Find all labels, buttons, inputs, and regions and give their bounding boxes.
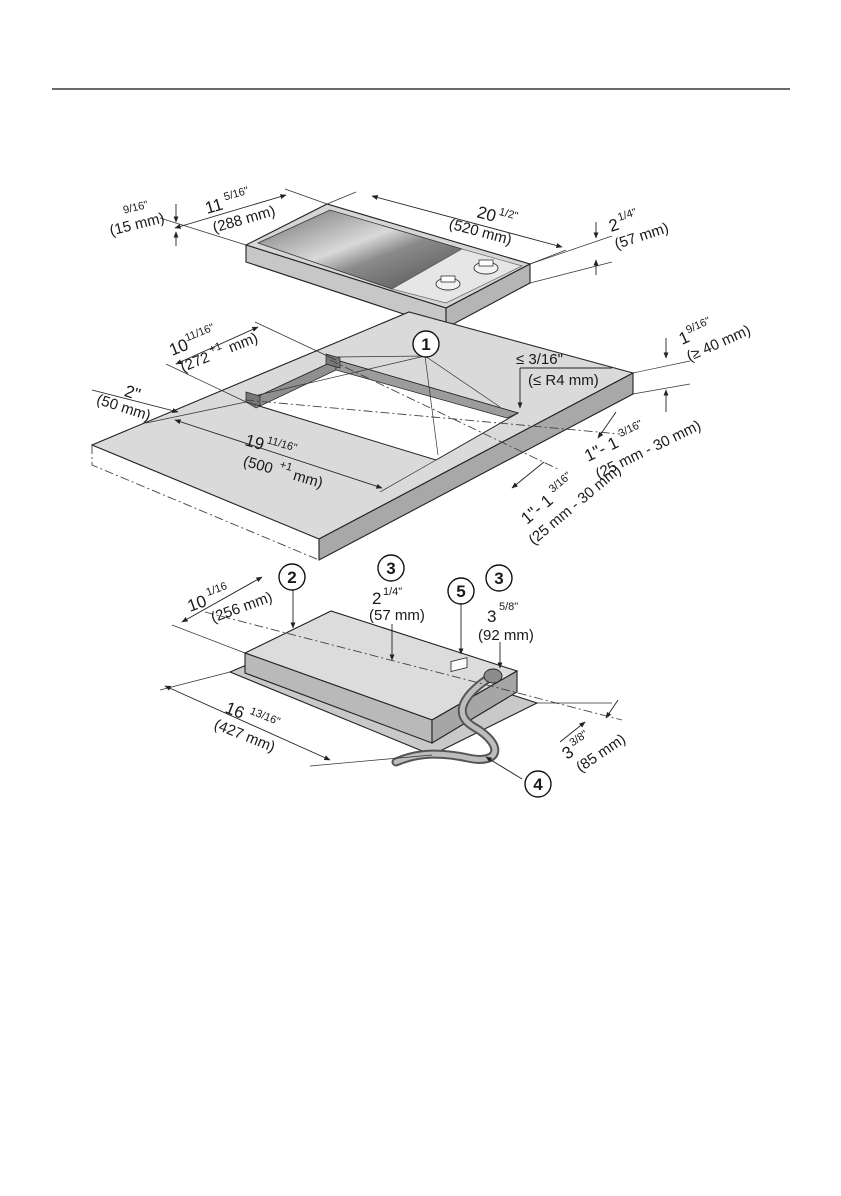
underside-depth-frac: 1/16 (205, 580, 229, 599)
connection-box (450, 657, 468, 673)
connection-cable (391, 668, 503, 767)
cutout-depth-mm-unit: mm) (226, 329, 260, 356)
callout-2-label: 2 (287, 568, 296, 587)
control-knob-left (435, 275, 461, 291)
callout-5-label: 5 (456, 582, 465, 601)
appliance-depth-frac: 5/16" (223, 185, 251, 204)
connector-offset-frac: 5/8" (499, 601, 518, 613)
side-clearance-frac: 3/16" (547, 470, 574, 496)
connector-offset-inch: 3 (487, 607, 496, 626)
callout-3a-label: 3 (386, 559, 395, 578)
underside-height-frac: 1/4" (383, 586, 402, 598)
callout-5: 5 (447, 577, 475, 605)
callout-2: 2 (278, 563, 306, 591)
callout-1-label: 1 (421, 335, 430, 354)
worktop-thickness-frac: 9/16" (684, 315, 712, 336)
callout-3-connector: 3 (485, 564, 513, 592)
underside-height-inch: 2 (372, 589, 381, 608)
callout-3-height: 3 (377, 554, 405, 582)
rear-clearance-frac: 3/16" (616, 418, 644, 440)
callout-4-label: 4 (533, 775, 543, 794)
connector-offset-mm: (92 mm) (478, 627, 534, 644)
cutout-radius-inch: ≤ 3/16" (516, 351, 563, 368)
callout-1: 1 (412, 330, 440, 358)
appliance-height-frac: 1/4" (616, 206, 638, 223)
control-knob-right (473, 259, 499, 275)
cutout-depth-frac: 11/16" (183, 322, 216, 345)
cutout-width-mm-tol: +1 (278, 459, 293, 474)
cutout-depth-mm-tol: +1 (207, 340, 223, 356)
cutout-front-inch: 2" (122, 381, 143, 404)
cutout-radius-mm: (≤ R4 mm) (528, 372, 599, 389)
cutout-width-inch: 19 (243, 431, 266, 454)
appliance-underside (228, 610, 539, 767)
appliance-rim-frac: 9/16" (122, 199, 150, 217)
callout-3b-label: 3 (494, 569, 503, 588)
appliance-rim-mm: (15 mm) (108, 209, 166, 239)
appliance-top-view (244, 203, 532, 329)
underside-width-frac: 13/16" (248, 705, 282, 728)
underside-height-mm: (57 mm) (369, 607, 425, 624)
appliance-width-inch: 20 (475, 203, 498, 226)
appliance-height-mm: (57 mm) (613, 219, 671, 252)
appliance-depth-inch: 11 (203, 195, 225, 218)
callout-4: 4 (524, 770, 552, 798)
appliance-width-frac: 1/2" (498, 206, 520, 223)
underside-offset-frac: 3/8" (567, 728, 590, 749)
